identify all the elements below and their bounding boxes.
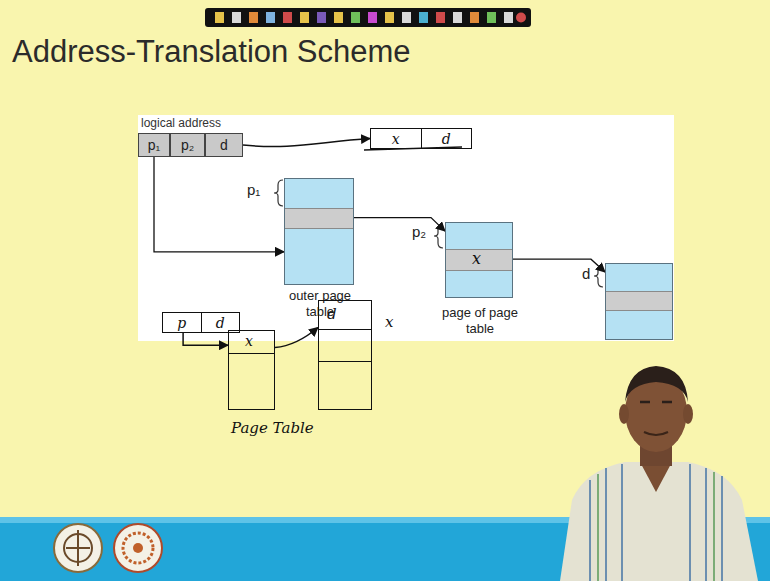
table-label: d xyxy=(582,265,590,283)
memory-page: d xyxy=(605,263,673,340)
ink-letter: d xyxy=(421,129,472,148)
ink-row-line xyxy=(319,329,371,330)
address-field: p₁ xyxy=(138,133,170,157)
address-field: p₂ xyxy=(170,133,205,157)
table-label: p₂ xyxy=(412,223,426,241)
connector-arrow xyxy=(154,157,284,252)
connector-arrow xyxy=(275,328,318,348)
ink-letter: Page Table xyxy=(231,419,314,437)
ink-letter: x xyxy=(472,249,481,268)
ink-letter: x xyxy=(371,129,421,148)
ink-address-box: xd xyxy=(370,128,472,149)
institute-logo xyxy=(54,524,102,572)
toolbar-icons xyxy=(215,12,526,23)
table-entry xyxy=(285,208,353,229)
table-label: page of page table xyxy=(441,305,519,336)
connector-arrow xyxy=(243,139,370,147)
page-of-page-table: p₂xpage of page table xyxy=(445,222,513,298)
outer-page-table: p₁outer page table xyxy=(284,178,354,285)
slide-title: Address-Translation Scheme xyxy=(12,34,411,70)
table-label: outer page table xyxy=(275,288,365,319)
ink-letter: x xyxy=(385,313,393,331)
ink-page-table: xPage Table xyxy=(228,330,275,410)
ink-letter: d xyxy=(327,305,337,323)
figure-label: logical address xyxy=(141,116,221,130)
ink-letter: p xyxy=(163,313,201,332)
connector-arrow xyxy=(183,333,228,345)
brace xyxy=(274,180,283,206)
connector-arrow xyxy=(354,218,445,232)
pen-toolbar xyxy=(205,8,531,27)
table-label: p₁ xyxy=(247,181,260,199)
ink-frame-table: dx xyxy=(318,300,372,410)
presenter-photo xyxy=(560,366,758,581)
ink-letter: x xyxy=(245,333,253,350)
figure-panel xyxy=(138,115,674,341)
ink-row-line xyxy=(319,361,371,362)
field-label: p₂ xyxy=(181,137,194,153)
table-entry xyxy=(606,291,672,311)
programme-logo xyxy=(114,524,162,572)
field-label: p₁ xyxy=(148,137,161,153)
connector-arrow xyxy=(513,259,605,272)
ink-row-line xyxy=(229,353,274,354)
field-label: d xyxy=(220,137,228,153)
address-field: d xyxy=(205,133,243,157)
